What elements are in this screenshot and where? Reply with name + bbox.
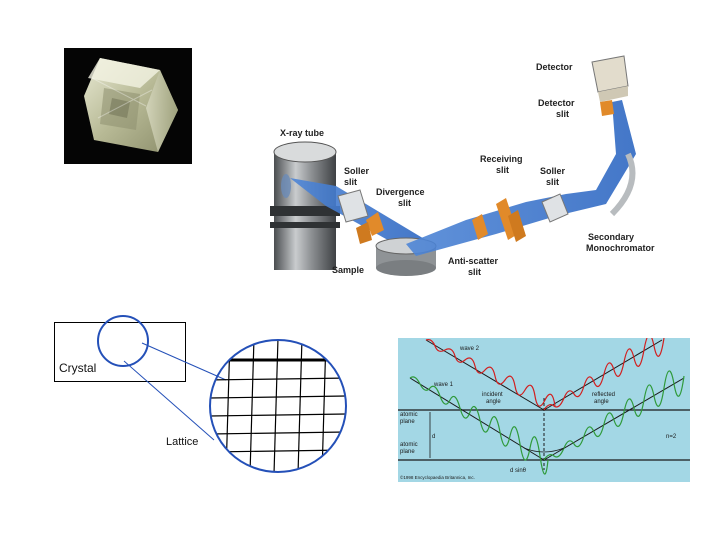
divergence-slit <box>366 212 384 236</box>
angle-arc <box>523 447 565 453</box>
label-copyright: ©1998 Encyclopaedia Britannica, Inc. <box>400 474 475 480</box>
label-anti-scatter-1: Anti-scatter <box>448 256 499 266</box>
label-plane-top-2: plane <box>400 419 415 425</box>
label-reflected-1: reflected <box>592 392 615 398</box>
label-wave2: wave 2 <box>459 346 480 352</box>
wave-red-reflected <box>543 334 665 411</box>
lattice-label: Lattice <box>166 436 199 448</box>
calcite-crystal-photo <box>64 48 192 164</box>
wave-green-reflected <box>543 370 685 461</box>
label-incident-1: incident <box>482 392 503 398</box>
label-detector-slit-2: slit <box>556 109 569 119</box>
label-divergence-slit-2: slit <box>398 198 411 208</box>
label-soller-slit-right-2: slit <box>546 177 559 187</box>
soller-slit-right <box>541 193 569 223</box>
bragg-diffraction-diagram: wave 2 wave 1 incident angle reflected a… <box>398 334 690 482</box>
label-detector: Detector <box>536 62 573 72</box>
label-receiving-slit-1: Receiving <box>480 154 523 164</box>
label-plane-bottom-2: plane <box>400 449 415 455</box>
detector-slit <box>600 100 614 116</box>
xray-diffractometer-diagram: Detector Detector slit X-ray tube Soller… <box>256 44 658 282</box>
anti-scatter-slit <box>472 214 488 240</box>
wave-red-incident <box>425 339 556 407</box>
lattice-magnified <box>208 338 348 474</box>
crystal-schematic: Crystal <box>54 315 186 382</box>
label-reflected-2: angle <box>594 399 609 405</box>
wave-green-incident <box>409 376 549 475</box>
label-divergence-slit-1: Divergence <box>376 187 425 197</box>
label-sample: Sample <box>332 265 364 275</box>
label-anti-scatter-2: slit <box>468 267 481 277</box>
label-receiving-slit-2: slit <box>496 165 509 175</box>
detector <box>591 55 629 116</box>
label-n2: n=2 <box>666 434 677 440</box>
label-secondary-1: Secondary <box>588 232 634 242</box>
label-plane-top-1: atomic <box>400 412 418 418</box>
crystal-label: Crystal <box>59 361 97 375</box>
label-incident-2: angle <box>486 399 501 405</box>
crystal-image <box>84 58 178 152</box>
label-secondary-2: Monochromator <box>586 243 655 253</box>
label-detector-slit-1: Detector <box>538 98 575 108</box>
secondary-monochromator <box>609 152 636 217</box>
soller-slit-left <box>337 189 369 223</box>
label-xray-tube: X-ray tube <box>280 128 324 138</box>
zoom-circle-small <box>97 315 149 367</box>
label-plane-bottom-1: atomic <box>400 442 418 448</box>
label-dsin: d sinθ <box>510 468 527 474</box>
label-d: d <box>432 434 435 440</box>
xray-tube <box>270 141 340 270</box>
label-soller-slit-left-2: slit <box>344 177 357 187</box>
label-soller-slit-right-1: Soller <box>540 166 566 176</box>
label-soller-slit-left-1: Soller <box>344 166 370 176</box>
label-wave1: wave 1 <box>433 382 454 388</box>
